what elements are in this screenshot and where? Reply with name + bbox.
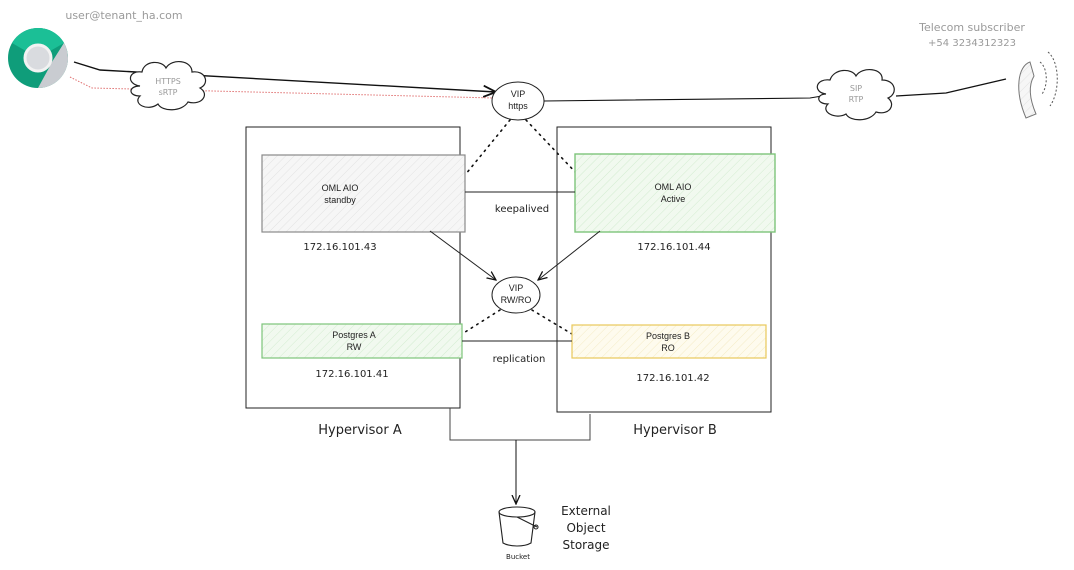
- oml-active-node: [574, 153, 776, 233]
- vip-db-line1: VIP: [509, 283, 524, 293]
- oml-a-ip: 172.16.101.43: [303, 242, 376, 253]
- client-https-link: [73, 61, 496, 92]
- vip-db-pg-b-link: [531, 309, 573, 335]
- https-srtp-cloud: [129, 61, 207, 111]
- storage-line2: Object: [566, 521, 605, 535]
- vip-sip-link: [543, 95, 823, 102]
- client-srtp-link: [69, 76, 495, 99]
- pg-a-line2: RW: [347, 342, 362, 352]
- oml-standby-node: [261, 154, 466, 233]
- vip-db-pg-a-link: [461, 309, 501, 335]
- telephone-handset-icon: [1018, 51, 1058, 119]
- chrome-browser-icon: [8, 27, 68, 88]
- oml-active-to-vip-db: [538, 230, 601, 280]
- replication-label: replication: [493, 354, 546, 365]
- keepalived-label: keepalived: [495, 204, 549, 215]
- postgres-b-node: [571, 324, 767, 359]
- vip-db-node: [491, 276, 541, 314]
- client-label: user@tenant_ha.com: [65, 9, 182, 22]
- hypervisor-a-label: Hypervisor A: [318, 423, 402, 438]
- pg-b-ip: 172.16.101.42: [636, 373, 709, 384]
- bucket-label: Bucket: [506, 553, 530, 561]
- vip-https-active-link: [525, 119, 579, 176]
- oml-b-line2: Active: [661, 194, 686, 204]
- subscriber-number: +54 3234312323: [928, 38, 1016, 49]
- oml-a-line1: OML AIO: [322, 183, 359, 193]
- sip-phone-link: [895, 78, 1007, 97]
- https-cloud-line2: sRTP: [159, 88, 178, 97]
- pg-b-line2: RO: [661, 343, 675, 353]
- pg-a-ip: 172.16.101.41: [315, 369, 388, 380]
- storage-line3: Storage: [563, 538, 610, 552]
- vip-https-line1: VIP: [511, 89, 526, 99]
- oml-a-line2: standby: [324, 195, 356, 205]
- https-cloud-line1: HTTPS: [155, 77, 181, 86]
- hypervisor-a-box: [245, 126, 461, 409]
- sip-cloud-line1: SIP: [850, 84, 862, 93]
- sip-cloud-line2: RTP: [849, 95, 864, 104]
- subscriber-title: Telecom subscriber: [918, 21, 1025, 34]
- storage-connector: [449, 408, 591, 441]
- storage-line1: External: [561, 504, 611, 518]
- vip-https-line2: https: [508, 101, 528, 111]
- oml-standby-to-vip-db: [429, 230, 496, 280]
- oml-b-ip: 172.16.101.44: [637, 242, 710, 253]
- sip-rtp-cloud: [816, 69, 895, 121]
- bucket-icon: [498, 506, 539, 547]
- hypervisor-b-box: [556, 126, 772, 413]
- vip-db-line2: RW/RO: [501, 295, 532, 305]
- pg-a-line1: Postgres A: [332, 330, 376, 340]
- vip-https-standby-link: [464, 119, 511, 176]
- oml-b-line1: OML AIO: [655, 182, 692, 192]
- pg-b-line1: Postgres B: [646, 331, 690, 341]
- hypervisor-b-label: Hypervisor B: [633, 423, 717, 438]
